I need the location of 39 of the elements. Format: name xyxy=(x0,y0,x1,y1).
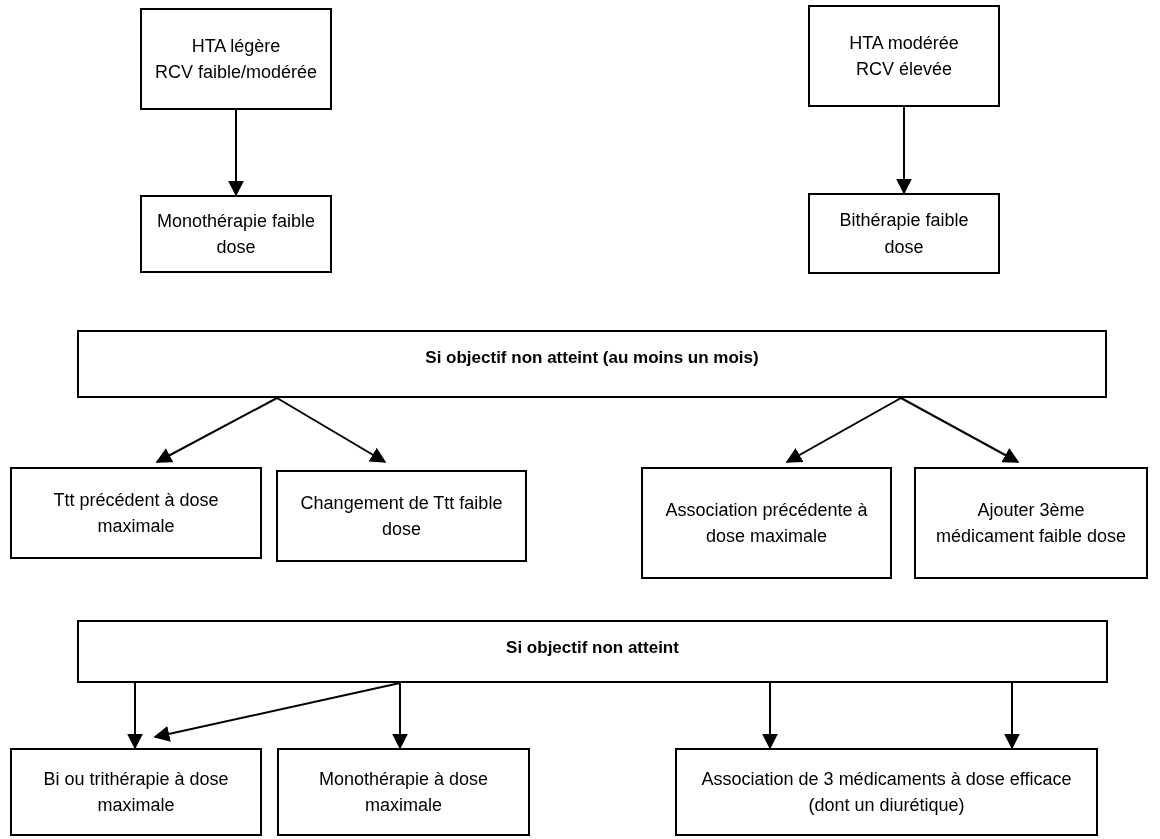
box-text: RCV faible/modérée xyxy=(154,61,318,84)
box-text: HTA légère xyxy=(191,34,281,58)
arrow xyxy=(155,397,278,463)
box-text: Changement de Ttt faible dose xyxy=(299,491,504,541)
arrow xyxy=(1004,682,1020,750)
arrow xyxy=(392,682,408,750)
process-box xyxy=(914,467,1148,579)
box-text: Monothérapie à dose maximale xyxy=(317,767,490,817)
process-box xyxy=(675,748,1098,836)
arrow xyxy=(785,397,902,463)
arrow xyxy=(896,106,912,195)
box-text: Association de 3 médicaments à dose efficace (dont un diurétique) xyxy=(700,767,1073,817)
process-box xyxy=(276,470,527,562)
process-box xyxy=(140,195,332,273)
box-text: Monothérapie faible dose xyxy=(155,209,317,259)
arrow xyxy=(127,682,143,750)
process-box xyxy=(77,330,1107,398)
box-text: Ajouter 3ème médicament faible dose xyxy=(934,498,1128,548)
box-text: Association précédente à dose maximale xyxy=(664,498,869,548)
process-box xyxy=(641,467,892,579)
arrow xyxy=(762,682,778,750)
arrow xyxy=(900,397,1020,463)
process-box xyxy=(808,193,1000,274)
process-box xyxy=(808,5,1000,107)
arrow xyxy=(276,397,387,463)
process-box xyxy=(10,467,262,559)
process-box xyxy=(140,8,332,110)
box-text: RCV élevée xyxy=(855,58,952,81)
box-text: HTA modérée xyxy=(849,31,959,55)
arrow xyxy=(153,682,401,742)
arrow xyxy=(228,109,244,197)
box-text: Bithérapie faible dose xyxy=(838,209,970,259)
box-text: Bi ou trithérapie à dose maximale xyxy=(42,767,230,817)
box-text: Ttt précédent à dose maximale xyxy=(52,488,220,538)
process-box xyxy=(77,620,1108,683)
process-box xyxy=(277,748,530,836)
box-text: Si objectif non atteint xyxy=(506,637,679,659)
process-box xyxy=(10,748,262,836)
box-text: Si objectif non atteint (au moins un mois) xyxy=(425,347,759,369)
